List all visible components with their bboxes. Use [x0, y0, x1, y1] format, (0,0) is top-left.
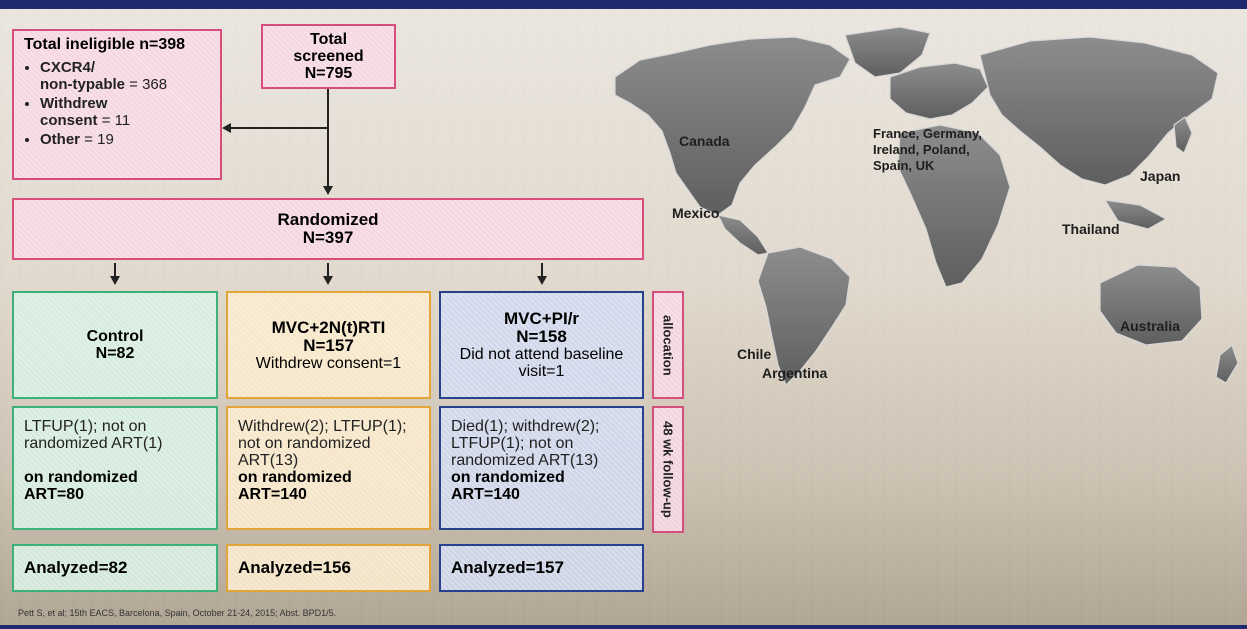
- arm-mvc-nrti-note: Withdrew consent=1: [255, 354, 402, 372]
- followup-mvc-nrti-text: Withdrew(2); LTFUP(1); not on randomized…: [238, 418, 407, 469]
- arm-arrowhead-mvc-pir: [537, 276, 547, 285]
- screened-arrowhead: [323, 186, 333, 195]
- followup-mvc-pir-art-count: ART=140: [451, 486, 520, 503]
- arm-arrow-mvc-pir: [541, 263, 543, 277]
- arm-mvc-nrti-n: N=157: [303, 335, 354, 355]
- analyzed-mvc-pir-box: Analyzed=157: [439, 544, 644, 592]
- followup-control-on-art: on randomized: [24, 469, 138, 486]
- arm-mvc-pir-note: Did not attend baseline visit=1: [459, 346, 624, 380]
- citation: Pett S, et al; 15th EACS, Barcelona, Spa…: [18, 608, 337, 618]
- followup-mvc-pir-on-art: on randomized: [451, 469, 565, 486]
- followup-control-text: LTFUP(1); not on randomized ART(1): [24, 418, 163, 452]
- map-label-europe: France, Germany, Ireland, Poland, Spain,…: [873, 126, 982, 173]
- north-america-shape: [614, 36, 851, 216]
- arm-arrowhead-control: [110, 276, 120, 285]
- arm-mvc-pir-box: MVC+PI/r N=158 Did not attend baseline v…: [439, 291, 644, 399]
- ineligible-title: Total ineligible n=398: [24, 36, 186, 53]
- arm-arrow-control: [114, 263, 116, 277]
- arm-mvc-pir-name: MVC+PI/r: [503, 309, 580, 328]
- central-america-shape: [716, 214, 769, 256]
- arm-arrowhead-mvc-nrti: [323, 276, 333, 285]
- ineligible-item-cxcr4: CXCR4/non-typable = 368: [40, 59, 210, 93]
- top-bar: [0, 0, 1247, 9]
- arm-control-name: Control: [86, 328, 144, 345]
- arm-mvc-nrti-name: MVC+2N(t)RTI: [271, 317, 386, 337]
- followup-control-art-count: ART=80: [24, 486, 85, 503]
- map-label-chile: Chile: [737, 346, 772, 362]
- followup-mvc-pir-text: Died(1); withdrew(2); LTFUP(1); not on r…: [451, 418, 600, 469]
- followup-control-box: LTFUP(1); not on randomized ART(1) on ra…: [12, 406, 218, 530]
- randomized-count: N=397: [302, 228, 354, 247]
- analyzed-control: Analyzed=82: [24, 558, 128, 577]
- ineligible-box: Total ineligible n=398 CXCR4/non-typable…: [12, 29, 222, 180]
- followup-side-label: 48 wk follow-up: [652, 406, 684, 533]
- arm-mvc-pir-n: N=158: [516, 327, 567, 346]
- arm-control-n: N=82: [95, 345, 135, 362]
- europe-shape: [889, 62, 989, 120]
- analyzed-mvc-pir: Analyzed=157: [451, 558, 564, 577]
- followup-mvc-pir-box: Died(1); withdrew(2); LTFUP(1); not on r…: [439, 406, 644, 530]
- screened-line1: Total: [309, 31, 348, 48]
- new-zealand-shape: [1215, 343, 1239, 384]
- arm-mvc-nrti-box: MVC+2N(t)RTI N=157 Withdrew consent=1: [226, 291, 431, 399]
- map-label-japan: Japan: [1140, 168, 1181, 184]
- map-label-thailand: Thailand: [1062, 221, 1120, 237]
- arm-control-box: Control N=82: [12, 291, 218, 399]
- asia-shape: [979, 36, 1219, 186]
- screened-line2: screened: [293, 48, 364, 65]
- se-asia-shape: [1103, 199, 1168, 230]
- randomized-label: Randomized: [277, 210, 379, 229]
- ineligible-item-other: Other = 19: [40, 131, 210, 148]
- australia-shape: [1099, 264, 1203, 346]
- map-label-argentina: Argentina: [762, 365, 828, 381]
- world-map: [614, 26, 1239, 387]
- arm-arrow-mvc-nrti: [327, 263, 329, 277]
- allocation-label: allocation: [652, 291, 684, 399]
- map-label-mexico: Mexico: [672, 205, 720, 221]
- map-label-canada: Canada: [679, 133, 730, 149]
- randomized-box: Randomized N=397: [12, 198, 644, 260]
- map-label-australia: Australia: [1120, 318, 1180, 334]
- followup-mvc-nrti-art-count: ART=140: [238, 486, 307, 503]
- analyzed-control-box: Analyzed=82: [12, 544, 218, 592]
- followup-mvc-nrti-on-art: on randomized: [238, 469, 352, 486]
- analyzed-mvc-nrti: Analyzed=156: [238, 558, 351, 577]
- screened-count: N=795: [304, 65, 353, 82]
- followup-mvc-nrti-box: Withdrew(2); LTFUP(1); not on randomized…: [226, 406, 431, 530]
- total-screened-box: Total screened N=795: [261, 24, 396, 89]
- ineligible-arrowhead: [222, 123, 231, 133]
- greenland-shape: [844, 26, 931, 78]
- south-america-shape: [757, 246, 851, 387]
- ineligible-list: CXCR4/non-typable = 368 Withdrewconsent …: [24, 59, 210, 148]
- japan-shape: [1173, 116, 1193, 154]
- analyzed-mvc-nrti-box: Analyzed=156: [226, 544, 431, 592]
- screened-down-line: [327, 89, 329, 186]
- africa-shape: [897, 124, 1011, 288]
- to-ineligible-line: [230, 127, 328, 129]
- bottom-bar: [0, 625, 1247, 629]
